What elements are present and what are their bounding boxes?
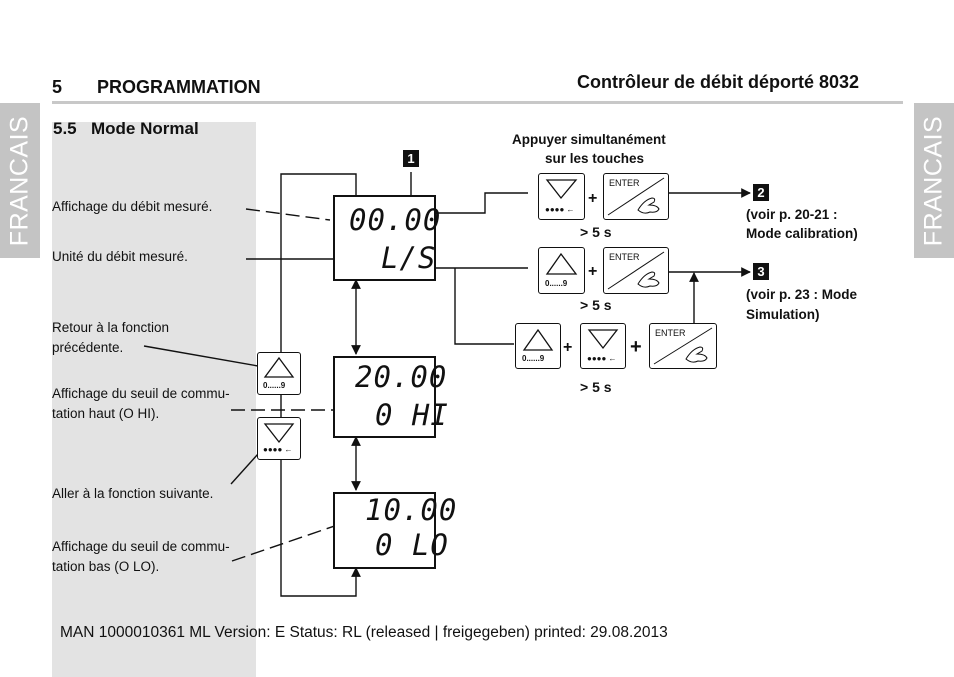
label-low-2: tation bas (O LO).	[52, 559, 160, 574]
language-tab-right: FRANCAIS	[914, 103, 954, 258]
plus-sign: +	[588, 263, 598, 280]
badge-3: 3	[753, 263, 769, 280]
hold-time-row3: > 5 s	[580, 379, 612, 395]
ref-calibration-2: Mode calibration)	[746, 226, 858, 241]
up-triangle-icon	[263, 356, 295, 378]
label-high-1: Affichage du seuil de commu-	[52, 386, 230, 401]
plus-sign: +	[563, 339, 573, 356]
section-number: 5	[52, 77, 63, 97]
label-previous-2: précédente.	[52, 340, 124, 355]
up-key-label: 0......9	[522, 354, 545, 363]
label-flow-display: Affichage du débit mesuré.	[52, 199, 213, 214]
lcd-high-unit: 0 HI	[375, 398, 449, 432]
badge-2: 2	[753, 184, 769, 201]
ref-simulation-2: Simulation)	[746, 307, 820, 322]
ref-calibration-1: (voir p. 20-21 :	[746, 207, 838, 222]
document-title: Contrôleur de débit déporté 8032	[577, 72, 860, 92]
enter-key-row2[interactable]: ENTER	[603, 247, 669, 294]
lcd-flow-unit: L/S	[381, 241, 437, 275]
down-key-row3[interactable]: ●●●● ←	[580, 323, 626, 369]
plus-sign: +	[588, 190, 598, 207]
footer-text: MAN 1000010361 ML Version: E Status: RL …	[60, 624, 668, 641]
lcd-flow-value: 00.00	[349, 203, 442, 237]
badge-1: 1	[403, 150, 419, 167]
up-key-row2[interactable]: 0......9	[538, 247, 585, 294]
up-key-label: 0......9	[545, 279, 568, 288]
up-triangle-icon	[522, 328, 554, 351]
enter-key-label: ENTER	[609, 178, 640, 188]
lcd-high-threshold: 20.00 0 HI	[333, 356, 448, 438]
label-low-1: Affichage du seuil de commu-	[52, 539, 230, 554]
grey-panel	[52, 122, 256, 677]
label-previous-1: Retour à la fonction	[52, 320, 170, 335]
language-tab-left: FRANCAIS	[0, 103, 40, 258]
up-key-label: 0......9	[263, 381, 286, 390]
plus-sign: +	[630, 336, 642, 358]
enter-key-label: ENTER	[655, 328, 686, 338]
label-high-2: tation haut (O HI).	[52, 406, 160, 421]
up-key-left[interactable]: 0......9	[257, 352, 301, 395]
label-next: Aller à la fonction suivante.	[52, 486, 214, 501]
hand-press-icon	[607, 251, 665, 290]
lcd-low-value: 10.00	[365, 493, 458, 527]
down-key-label: ●●●● ←	[587, 354, 617, 363]
hold-time-row1: > 5 s	[580, 224, 612, 240]
down-triangle-icon	[263, 423, 295, 444]
enter-key-row1[interactable]: ENTER	[603, 173, 669, 220]
enter-key-label: ENTER	[609, 252, 640, 262]
up-key-row3[interactable]: 0......9	[515, 323, 561, 369]
label-flow-unit: Unité du débit mesuré.	[52, 249, 188, 264]
down-key-left[interactable]: ●●●● ←	[257, 417, 301, 460]
hand-press-icon	[607, 177, 665, 216]
subsection-title: Mode Normal	[91, 119, 199, 138]
section-title: PROGRAMMATION	[97, 77, 261, 97]
instruction-line-2: sur les touches	[545, 151, 645, 166]
down-key-label: ●●●● ←	[263, 445, 293, 454]
lcd-flow-display: 00.00 L/S	[333, 195, 440, 281]
down-triangle-icon	[587, 329, 619, 350]
lcd-low-unit: 0 LO	[375, 528, 449, 562]
instruction-line-1: Appuyer simultanément	[512, 132, 666, 147]
enter-key-row3[interactable]: ENTER	[649, 323, 717, 369]
down-key-row1[interactable]: ●●●● ←	[538, 173, 585, 220]
lcd-high-value: 20.00	[355, 360, 448, 394]
hand-press-icon	[653, 327, 713, 365]
down-key-label: ●●●● ←	[545, 205, 575, 214]
subsection-number: 5.5	[53, 119, 77, 138]
down-triangle-icon	[545, 179, 578, 200]
ref-simulation-1: (voir p. 23 : Mode	[746, 287, 858, 302]
header-rule	[52, 101, 903, 104]
lcd-low-threshold: 10.00 0 LO	[333, 492, 456, 569]
hold-time-row2: > 5 s	[580, 297, 612, 313]
up-triangle-icon	[545, 252, 578, 275]
